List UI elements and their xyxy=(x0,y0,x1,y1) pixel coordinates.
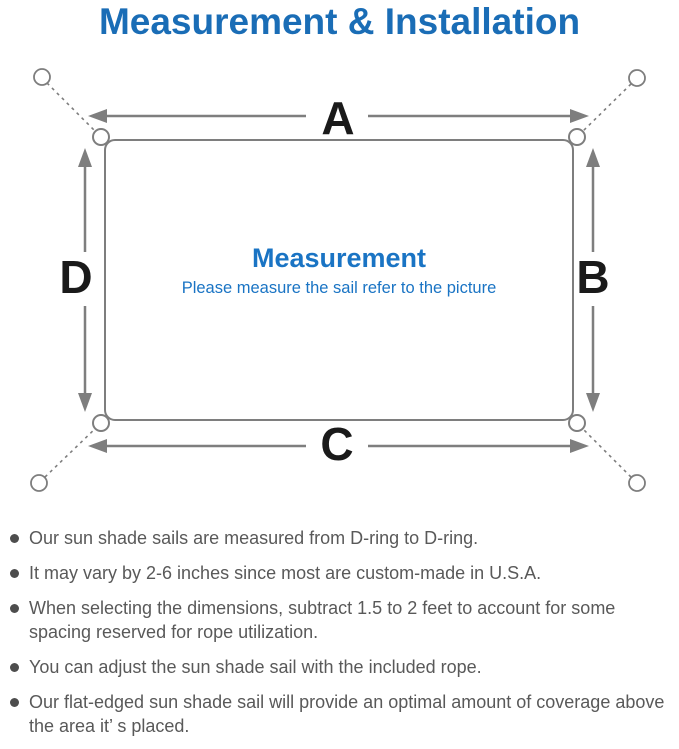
dimension-arrow-d xyxy=(78,148,92,412)
diagram-center-text: Measurement Please measure the sail refe… xyxy=(105,243,573,298)
bullet-icon xyxy=(10,534,19,543)
diagram-subtitle: Please measure the sail refer to the pic… xyxy=(181,279,497,297)
diagram-heading: Measurement xyxy=(251,243,427,273)
bullet-icon xyxy=(10,604,19,613)
dimension-label-b: B xyxy=(576,251,609,303)
d-ring-icon-top-right xyxy=(568,128,586,146)
note-item: Our sun shade sails are measured from D-… xyxy=(10,526,672,550)
bullet-icon xyxy=(10,698,19,707)
note-text: Our sun shade sails are measured from D-… xyxy=(29,528,479,548)
dimension-arrow-c xyxy=(88,439,589,453)
note-text: It may vary by 2-6 inches since most are… xyxy=(29,563,542,583)
note-item: It may vary by 2-6 inches since most are… xyxy=(10,561,672,585)
note-item: You can adjust the sun shade sail with t… xyxy=(10,655,672,679)
dimension-label-c: C xyxy=(320,418,353,470)
note-text: You can adjust the sun shade sail with t… xyxy=(29,657,482,677)
anchor-point-icon-bottom-left xyxy=(30,474,48,492)
bullet-icon xyxy=(10,569,19,578)
rope-line-top-left xyxy=(46,82,100,136)
rope-line-top-right xyxy=(578,83,632,136)
d-ring-icon-bottom-right xyxy=(568,414,586,432)
d-ring-icon-top-left xyxy=(92,128,110,146)
anchor-point-icon-bottom-right xyxy=(628,474,646,492)
dimension-label-a: A xyxy=(321,92,354,144)
note-item: Our flat-edged sun shade sail will provi… xyxy=(10,690,672,738)
rope-line-bottom-right xyxy=(578,424,632,478)
d-ring-icon-bottom-left xyxy=(92,414,110,432)
rope-line-bottom-left xyxy=(44,424,100,478)
sail-rectangle xyxy=(104,139,574,421)
anchor-point-icon-top-left xyxy=(33,68,51,86)
anchor-point-icon-top-right xyxy=(628,69,646,87)
dimension-arrow-a xyxy=(88,109,589,123)
dimension-arrow-b xyxy=(586,148,600,412)
note-text: When selecting the dimensions, subtract … xyxy=(29,598,616,642)
notes-list: Our sun shade sails are measured from D-… xyxy=(10,526,672,749)
page-title: Measurement & Installation xyxy=(98,1,581,42)
note-item: When selecting the dimensions, subtract … xyxy=(10,596,672,644)
dimension-label-d: D xyxy=(59,251,92,303)
bullet-icon xyxy=(10,663,19,672)
note-text: Our flat-edged sun shade sail will provi… xyxy=(29,692,665,736)
